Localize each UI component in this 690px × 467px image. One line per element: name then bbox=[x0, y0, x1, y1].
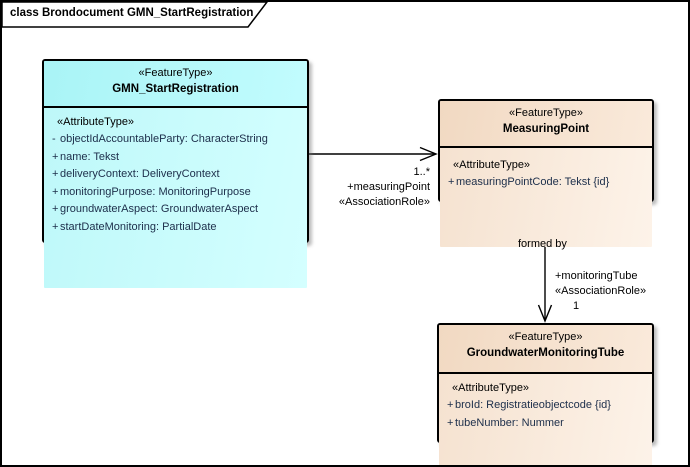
attribute-row[interactable]: + name: Tekst bbox=[44, 149, 307, 167]
class-attribute-compartment: «AttributeType» + broId: Registratieobje… bbox=[439, 374, 652, 465]
visibility-symbol: + bbox=[52, 168, 59, 180]
association-role-name: +measuringPoint bbox=[347, 181, 430, 193]
association-multiplicity: 1 bbox=[573, 300, 580, 312]
class-stereotype: «FeatureType» bbox=[138, 67, 213, 79]
attribute-text: deliveryContext: DeliveryContext bbox=[60, 168, 220, 180]
class-header: «FeatureType» MeasuringPoint bbox=[440, 101, 652, 148]
association-stereotype: «AssociationRole» bbox=[338, 196, 430, 208]
class-name: MeasuringPoint bbox=[502, 123, 590, 135]
visibility-symbol: - bbox=[52, 133, 56, 145]
class-attribute-compartment: «AttributeType» - objectIdAccountablePar… bbox=[44, 108, 307, 288]
attribute-stereotype: «AttributeType» bbox=[453, 159, 531, 171]
visibility-symbol: + bbox=[448, 176, 455, 188]
visibility-symbol: + bbox=[52, 220, 59, 233]
attribute-row[interactable]: + deliveryContext: DeliveryContext bbox=[44, 166, 307, 184]
attribute-row[interactable]: + startDateMonitoring: PartialDate bbox=[44, 219, 307, 237]
attribute-text: measuringPointCode: Tekst {id} bbox=[456, 176, 610, 188]
class-gmn-startregistration[interactable]: «FeatureType» GMN_StartRegistration «Att… bbox=[42, 59, 309, 288]
attribute-text: objectIdAccountableParty: CharacterStrin… bbox=[60, 133, 268, 145]
association-stereotype: «AssociationRole» bbox=[555, 285, 647, 297]
class-stereotype: «FeatureType» bbox=[509, 107, 583, 119]
association-role-name: +monitoringTube bbox=[555, 270, 638, 282]
attribute-row[interactable]: - objectIdAccountableParty: CharacterStr… bbox=[44, 131, 307, 149]
attribute-text: name: Tekst bbox=[60, 150, 120, 163]
attribute-text: monitoringPurpose: MonitoringPurpose bbox=[60, 185, 251, 198]
class-header: «FeatureType» GroundwaterMonitoringTube bbox=[439, 325, 652, 374]
open-arrowhead-icon bbox=[537, 304, 553, 323]
visibility-symbol: + bbox=[52, 150, 59, 163]
attribute-stereotype: «AttributeType» bbox=[452, 382, 530, 394]
attribute-text: broId: Registratieobjectcode {id} bbox=[455, 399, 611, 411]
class-stereotype: «FeatureType» bbox=[508, 331, 583, 343]
attribute-row[interactable]: + monitoringPurpose: MonitoringPurpose bbox=[44, 184, 307, 202]
class-measuringpoint[interactable]: «FeatureType» MeasuringPoint «AttributeT… bbox=[438, 99, 654, 247]
attribute-stereotype: «AttributeType» bbox=[57, 116, 135, 128]
diagram-frame-title: class Brondocument GMN_StartRegistration bbox=[10, 7, 254, 19]
association-name-label[interactable]: formed by bbox=[518, 238, 567, 250]
association-label-measuringpoint[interactable]: 1..* +measuringPoint «AssociationRole» bbox=[320, 165, 430, 210]
visibility-symbol: + bbox=[447, 399, 454, 411]
attribute-row[interactable]: + broId: Registratieobjectcode {id} bbox=[439, 397, 652, 415]
visibility-symbol: + bbox=[52, 203, 59, 215]
visibility-symbol: + bbox=[447, 416, 454, 429]
class-attribute-compartment: «AttributeType» + measuringPointCode: Te… bbox=[440, 148, 652, 247]
class-groundwatermonitoringtube[interactable]: «FeatureType» GroundwaterMonitoringTube … bbox=[437, 323, 654, 465]
attribute-text: startDateMonitoring: PartialDate bbox=[60, 220, 217, 233]
open-arrowhead-icon bbox=[419, 146, 438, 162]
attribute-row[interactable]: + tubeNumber: Nummer bbox=[439, 415, 652, 433]
association-multiplicity: 1..* bbox=[413, 166, 430, 178]
attribute-text: groundwaterAspect: GroundwaterAspect bbox=[60, 203, 259, 215]
class-name: GMN_StartRegistration bbox=[112, 83, 239, 95]
visibility-symbol: + bbox=[52, 185, 59, 198]
attribute-row[interactable]: + groundwaterAspect: GroundwaterAspect bbox=[44, 201, 307, 219]
class-name: GroundwaterMonitoringTube bbox=[466, 347, 625, 359]
association-label-monitoringtube[interactable]: +monitoringTube «AssociationRole» bbox=[555, 269, 646, 299]
attribute-row[interactable]: + measuringPointCode: Tekst {id} bbox=[440, 174, 652, 192]
class-header: «FeatureType» GMN_StartRegistration bbox=[44, 61, 307, 108]
frame-title-tab bbox=[2, 2, 268, 28]
attribute-text: tubeNumber: Nummer bbox=[455, 416, 564, 429]
